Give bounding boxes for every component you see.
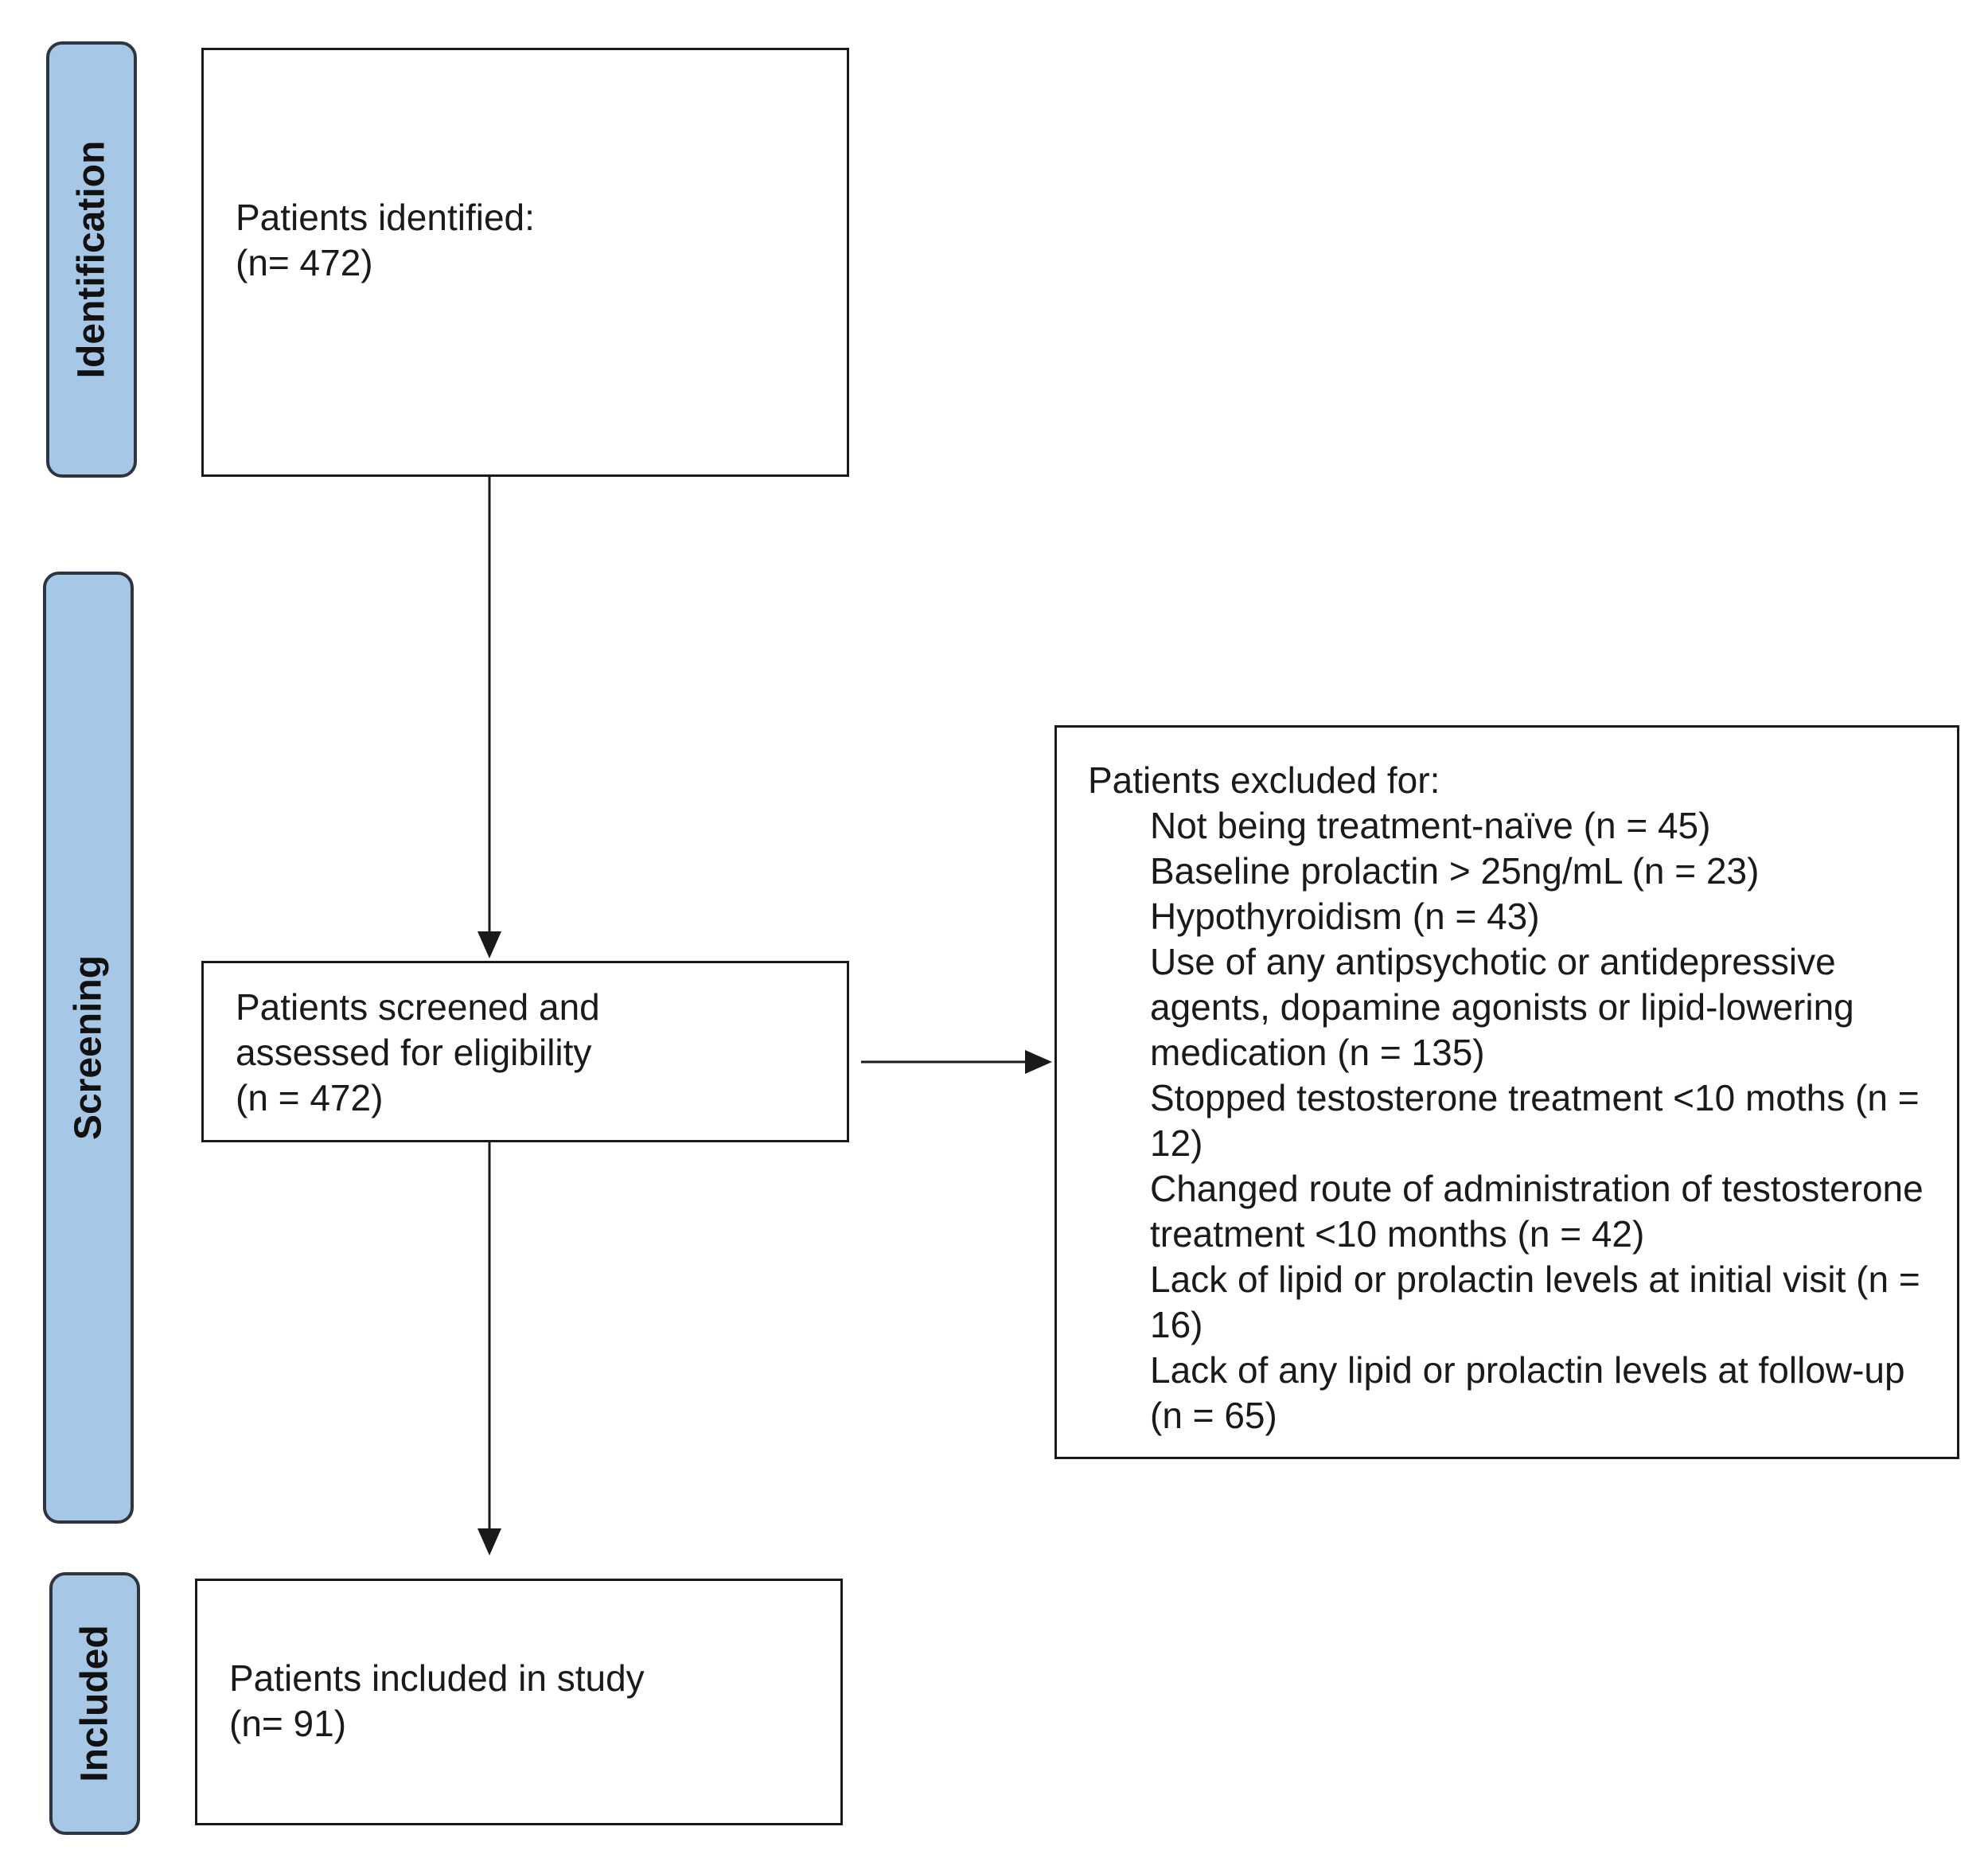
stage-included: Included	[49, 1572, 140, 1835]
screened-box: Patients screened and assessed for eligi…	[201, 961, 849, 1142]
included-box: Patients included in study (n= 91)	[195, 1579, 843, 1825]
exclusion-item: Lack of lipid or prolactin levels at ini…	[1150, 1259, 1920, 1345]
arrowhead-right-icon	[1025, 1050, 1052, 1074]
screened-line-1: Patients screened and	[236, 986, 600, 1028]
exclusion-item: Lack of any lipid or prolactin levels at…	[1150, 1349, 1905, 1436]
stage-screening: Screening	[43, 572, 134, 1524]
exclusion-item: Baseline prolactin > 25ng/mL (n = 23)	[1150, 850, 1760, 892]
excluded-text: Patients excluded for: Not being treatme…	[1088, 758, 1931, 1438]
included-line-1: Patients included in study	[229, 1657, 645, 1699]
screened-count: (n = 472)	[236, 1077, 384, 1118]
exclusion-list: Not being treatment-naïve (n = 45) Basel…	[1088, 803, 1931, 1438]
identified-count: (n= 472)	[236, 242, 373, 283]
stage-identification: Identification	[46, 41, 137, 478]
identified-line-1: Patients identified:	[236, 197, 535, 238]
exclusion-item: Use of any antipsychotic or antidepressi…	[1150, 941, 1854, 1073]
exclusion-item: Changed route of administration of testo…	[1150, 1168, 1924, 1255]
exclusion-item: Hypothyroidism (n = 43)	[1150, 896, 1540, 937]
excluded-box: Patients excluded for: Not being treatme…	[1054, 725, 1959, 1459]
arrowhead-down-icon	[478, 1528, 501, 1555]
exclusion-item: Not being treatment-naïve (n = 45)	[1150, 805, 1711, 846]
exclusion-item: Stopped testosterone treatment <10 moths…	[1150, 1077, 1920, 1164]
excluded-title: Patients excluded for:	[1088, 759, 1440, 801]
screened-text: Patients screened and assessed for eligi…	[236, 985, 600, 1121]
identified-box: Patients identified: (n= 472)	[201, 48, 849, 477]
included-count: (n= 91)	[229, 1703, 347, 1744]
screened-line-2: assessed for eligibility	[236, 1032, 592, 1073]
identified-text: Patients identified: (n= 472)	[236, 195, 535, 286]
arrowhead-down-icon	[478, 931, 501, 958]
included-text: Patients included in study (n= 91)	[229, 1656, 645, 1747]
